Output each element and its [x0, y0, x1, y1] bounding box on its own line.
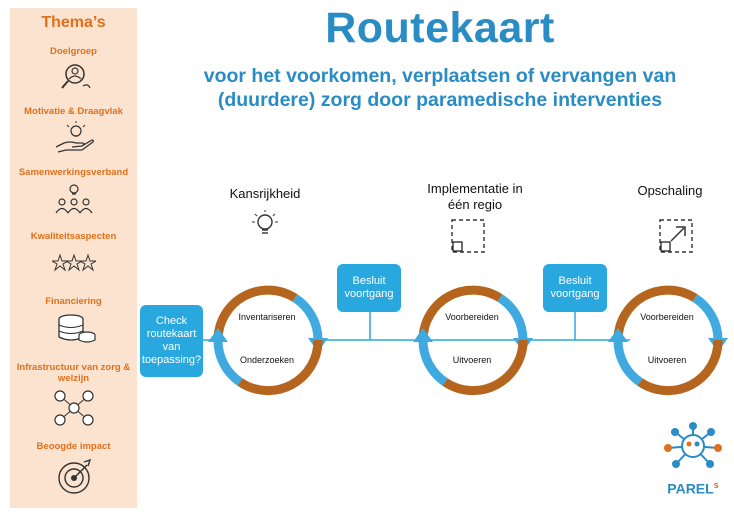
phase-label: Kansrijkheid — [229, 186, 301, 201]
cycle-2-top-label: Voorbereiden — [445, 312, 499, 322]
decision-line: voortgang — [550, 288, 600, 300]
themes-sidebar: Thema’s Doelgroep Motivatie & Draagvlak … — [10, 8, 137, 508]
network-people-icon — [53, 390, 94, 426]
cycle-1 — [208, 285, 328, 396]
subtitle-line: voor het voorkomen, verplaatsen of verva… — [203, 65, 677, 87]
theme-kwaliteitsaspecten: Kwaliteitsaspecten — [10, 231, 137, 274]
cycle-2-bottom-label: Uitvoeren — [452, 355, 492, 365]
decision-box-2: Besluit voortgang — [543, 264, 607, 312]
cycle-1-bottom-label: Onderzoeken — [239, 355, 295, 365]
theme-label: Financiering — [45, 296, 102, 307]
page-subtitle: voor het voorkomen, verplaatsen of verva… — [150, 64, 730, 112]
theme-label: Beoogde impact — [36, 441, 111, 452]
team-bulb-icon — [55, 184, 92, 214]
check-box-line: toepassing? — [141, 354, 202, 366]
theme-label: Samenwerkingsverband — [18, 167, 129, 178]
parel-word: PAREL — [667, 480, 714, 497]
theme-infrastructuur: Infrastructuur van zorg & welzijn — [10, 362, 137, 428]
check-box-line: van — [162, 341, 181, 353]
theme-beoogde-impact: Beoogde impact — [10, 441, 137, 496]
parel-logo: PARELs — [660, 420, 726, 500]
coins-stack-icon — [57, 314, 96, 343]
sidebar-title: Thema’s — [41, 14, 106, 31]
decision-line: voortgang — [344, 288, 394, 300]
theme-motivatie: Motivatie & Draagvlak — [10, 106, 137, 153]
theme-label: Infrastructuur van zorg & welzijn — [16, 362, 131, 384]
parel-suffix: s — [713, 480, 719, 490]
check-routekaart-box: Check routekaart van toepassing? — [140, 305, 203, 377]
theme-samenwerkingsverband: Samenwerkingsverband — [10, 167, 137, 216]
phase-implementatie: Implementatie in één regio — [405, 181, 545, 213]
phase-kansrijkheid: Kansrijkheid — [205, 186, 325, 202]
subtitle-line: (duurdere) zorg door paramedische interv… — [217, 89, 663, 111]
phase-label: Opschaling — [637, 183, 703, 198]
check-box-line: Check — [155, 315, 188, 327]
hand-bulb-icon — [55, 121, 94, 153]
parel-network-logo-icon — [664, 422, 722, 468]
phase-label-line: Implementatie in — [427, 181, 523, 196]
lightbulb-icon — [252, 210, 278, 234]
decision-box-1: Besluit voortgang — [337, 264, 401, 312]
expand-arrow-square-icon — [659, 219, 693, 253]
theme-label: Motivatie & Draagvlak — [24, 106, 123, 117]
small-square-in-dashed-square-icon — [451, 219, 485, 253]
cycle-1-top-label: Inventariseren — [238, 312, 296, 322]
decision-line: Besluit — [558, 275, 592, 287]
theme-label: Kwaliteitsaspecten — [30, 231, 117, 242]
theme-label: Doelgroep — [50, 46, 97, 57]
parel-logo-text: PARELs — [660, 477, 726, 497]
cycle-3-top-label: Voorbereiden — [640, 312, 694, 322]
theme-financiering: Financiering — [10, 296, 137, 345]
magnifier-person-icon — [60, 64, 91, 89]
theme-doelgroep: Doelgroep — [10, 46, 137, 91]
three-stars-icon — [51, 253, 96, 272]
phase-label-line: één regio — [447, 197, 503, 212]
decision-line: Besluit — [352, 275, 386, 287]
check-box-line: routekaart — [146, 328, 197, 340]
page-title: Routekaart — [325, 4, 555, 52]
cycle-2 — [413, 285, 533, 396]
cycle-3 — [608, 285, 728, 396]
target-icon — [57, 458, 91, 494]
cycle-3-bottom-label: Uitvoeren — [647, 355, 687, 365]
phase-opschaling: Opschaling — [620, 183, 720, 199]
